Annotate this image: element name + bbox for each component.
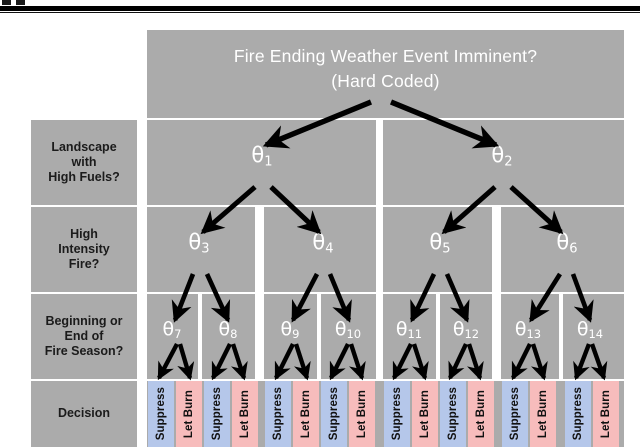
node-label-theta2: θ2 (491, 143, 513, 170)
decision-box-suppress-1[interactable]: Suppress (148, 381, 174, 447)
row-label-season-line1: Beginning or (45, 313, 123, 328)
node-label-theta12: θ12 (452, 318, 480, 342)
row-label-intensity-line2: Intensity (58, 241, 110, 256)
decision-box-suppress-7[interactable]: Suppress (502, 381, 528, 447)
root-title-line1: Fire Ending Weather Event Imminent? (233, 46, 538, 66)
decision-box-let-burn-5[interactable]: Let Burn (412, 381, 438, 447)
row-label-decision-line1: Decision (57, 406, 111, 421)
decision-box-suppress-6[interactable]: Suppress (440, 381, 466, 447)
node-label-theta7: θ7 (162, 318, 182, 342)
decision-box-suppress-5[interactable]: Suppress (384, 381, 410, 447)
decision-box-suppress-8[interactable]: Suppress (565, 381, 591, 447)
decision-box-suppress-2[interactable]: Suppress (204, 381, 230, 447)
root-title-line2: (Hard Coded) (331, 71, 440, 92)
node-label-theta5: θ5 (429, 230, 451, 257)
row-label-landscape-line2: with (71, 154, 97, 169)
node-label-theta9: θ9 (280, 318, 300, 342)
decision-box-suppress-4[interactable]: Suppress (321, 381, 347, 447)
corner-mark-right (16, 0, 25, 5)
decision-box-let-burn-2[interactable]: Let Burn (232, 381, 258, 447)
row-label-landscape-line3: High Fuels? (48, 170, 120, 185)
row-label-season-line3: Fire Season? (44, 344, 124, 359)
node-label-theta8: θ8 (218, 318, 238, 342)
node-label-theta4: θ4 (312, 230, 334, 257)
corner-mark-left (2, 0, 11, 5)
scan-artifact-band (0, 6, 640, 11)
row-label-intensity-line1: High (70, 226, 98, 241)
node-label-theta6: θ6 (556, 230, 578, 257)
node-label-theta1: θ1 (251, 143, 273, 170)
fire-decision-tree-diagram: Fire Ending Weather Event Imminent? (Har… (0, 14, 640, 447)
root-node-box: Fire Ending Weather Event Imminent? (Har… (147, 30, 624, 118)
node-label-theta10: θ10 (334, 318, 362, 342)
scan-artifact-line (0, 12, 640, 13)
row-label-landscape: Landscape with High Fuels? (31, 120, 137, 205)
row-label-intensity-line3: Fire? (68, 257, 100, 272)
row-label-decision: Decision (31, 381, 137, 447)
root-node-title: Fire Ending Weather Event Imminent? (Har… (147, 44, 624, 95)
decision-box-let-burn-6[interactable]: Let Burn (468, 381, 494, 447)
row-label-season-line2: End of (64, 328, 104, 343)
row-label-landscape-line1: Landscape (51, 139, 117, 154)
decision-box-suppress-3[interactable]: Suppress (265, 381, 291, 447)
decision-box-let-burn-3[interactable]: Let Burn (293, 381, 319, 447)
node-label-theta14: θ14 (576, 318, 604, 342)
decision-box-let-burn-4[interactable]: Let Burn (349, 381, 375, 447)
node-label-theta13: θ13 (514, 318, 542, 342)
decision-box-let-burn-1[interactable]: Let Burn (176, 381, 202, 447)
row-label-season: Beginning or End of Fire Season? (31, 294, 137, 379)
node-label-theta11: θ11 (395, 318, 423, 342)
decision-box-let-burn-8[interactable]: Let Burn (593, 381, 619, 447)
decision-box-let-burn-7[interactable]: Let Burn (530, 381, 556, 447)
row-label-intensity: High Intensity Fire? (31, 207, 137, 292)
node-label-theta3: θ3 (188, 230, 210, 257)
